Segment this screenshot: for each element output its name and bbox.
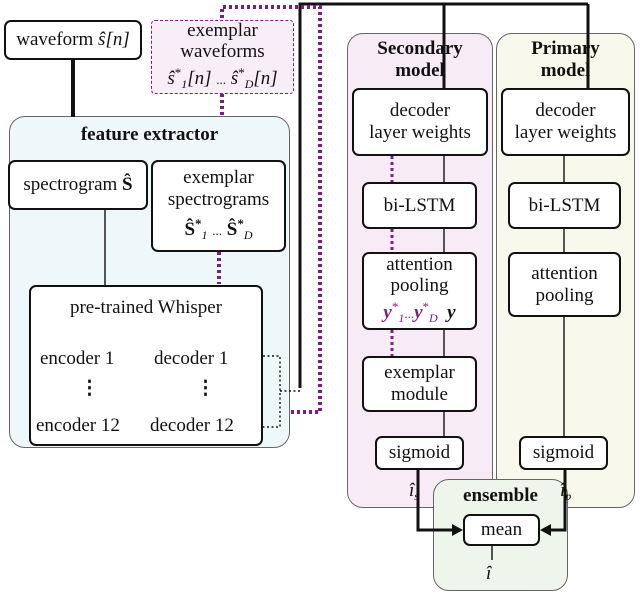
exemplar-spectrograms-line1: exemplar [183,166,254,188]
waveform-math: ŝ[n] [98,29,130,50]
waveform-label: waveform [16,29,94,50]
secondary-exemplar-module-box: exemplar module [362,356,477,412]
whisper-title: pre-trained Whisper [69,297,223,318]
primary-sigmoid-box: sigmoid [519,436,608,470]
exemplar-spectrograms-line2: spectrograms [167,188,270,210]
waveform-box: waveform ŝ[n] [4,20,142,60]
encoder-first: encoder 1 [40,348,115,369]
mean-box: mean [463,514,540,546]
exemplar-waveforms-line2: waveforms [180,40,265,62]
secondary-model-title: Secondary model [377,38,463,81]
secondary-sigmoid-box: sigmoid [375,436,464,470]
encoder-vdots: ⋮ [80,378,99,399]
primary-model-title: Primary model [531,38,600,81]
secondary-output-label: îs [409,480,419,503]
primary-attention-pooling-box: attention pooling [508,252,621,317]
encoder-last: encoder 12 [36,415,120,436]
secondary-attention-pooling-box: attention pooling y*1...y*D y [362,252,477,330]
spectrogram-label: spectrogram [23,174,118,195]
exemplar-waveforms-math: ŝ*1[n] ... ŝ*D[n] [167,64,278,91]
decoder-vdots: ⋮ [196,378,215,399]
spectrogram-math: Ŝ [122,174,133,195]
secondary-decoder-weights-box: decoder layer weights [352,88,488,156]
ensemble-title: ensemble [463,485,538,506]
primary-bilstm-box: bi-LSTM [508,182,621,229]
secondary-y-labels: y*1...y*D y [383,298,456,325]
secondary-bilstm-box: bi-LSTM [362,182,477,229]
exemplar-spectrograms-box: exemplar spectrograms Ŝ*1 ... Ŝ*D [151,160,286,252]
primary-decoder-weights-box: decoder layer weights [501,88,630,156]
feature-extractor-title: feature extractor [80,124,219,145]
primary-output-label: îp [560,480,572,503]
ensemble-output-label: î [486,563,492,584]
decoder-first: decoder 1 [154,348,229,369]
spectrogram-box: spectrogram Ŝ [8,160,148,210]
exemplar-waveforms-box: exemplar waveforms ŝ*1[n] ... ŝ*D[n] [151,20,294,94]
exemplar-waveforms-line1: exemplar [187,19,258,41]
exemplar-spectrograms-math: Ŝ*1 ... Ŝ*D [184,215,253,242]
whisper-box [29,285,263,446]
decoder-last: decoder 12 [150,415,234,436]
